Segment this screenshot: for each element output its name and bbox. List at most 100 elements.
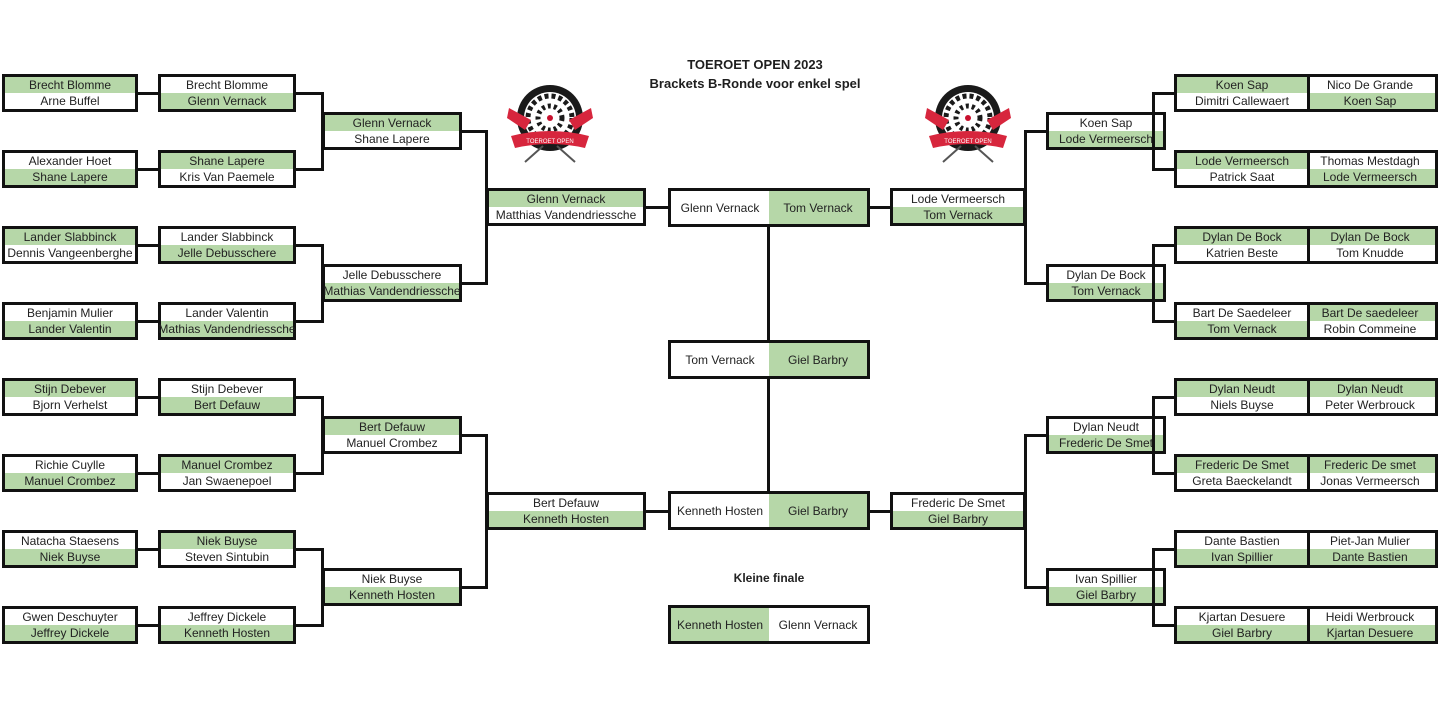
bracket-connector <box>321 92 324 171</box>
bracket-connector <box>1152 320 1174 323</box>
player-loser: Kjartan Desuere <box>1198 610 1286 624</box>
logo-text: TOEROET OPEN <box>526 139 573 145</box>
player-loser: Lode Vermeersch <box>910 192 1006 206</box>
bracket-connector <box>462 434 487 437</box>
player-loser: Dylan Neudt <box>1072 420 1140 434</box>
player-winner: Manuel Crombez <box>5 473 135 489</box>
bracket-connector <box>138 168 158 171</box>
bracket-connector <box>296 624 324 627</box>
player-loser: Dimitri Callewaert <box>1194 94 1289 108</box>
logo-text: TOEROET OPEN <box>944 139 991 145</box>
player-loser: Richie Cuylle <box>34 458 106 472</box>
bracket-connector <box>138 396 158 399</box>
bracket-connector <box>138 624 158 627</box>
bracket-connector <box>646 510 668 513</box>
bracket-connector <box>321 396 324 475</box>
player-winner: Lode Vermeersch <box>1049 131 1163 147</box>
player-loser: Kris Van Paemele <box>179 170 275 184</box>
player-loser: Katrien Beste <box>1205 246 1279 260</box>
bracket-connector <box>1024 282 1046 285</box>
bracket-connector <box>296 320 324 323</box>
bracket-connector <box>138 320 158 323</box>
player-loser: Benjamin Mulier <box>26 306 114 320</box>
player-loser: Greta Baeckelandt <box>1192 474 1292 488</box>
bracket-connector <box>1152 396 1155 475</box>
player-winner: Giel Barbry <box>1177 625 1307 641</box>
player-loser: Kenneth Hosten <box>676 503 764 518</box>
bracket-connector <box>321 548 324 627</box>
player-loser: Shane Lapere <box>354 132 430 146</box>
player-loser: Dennis Vangeenberghe <box>7 246 133 260</box>
player-winner: Koen Sap <box>1177 77 1307 93</box>
bracket-connector <box>1152 548 1155 627</box>
player-winner: Frederic De smet <box>1305 457 1435 473</box>
bracket-connector <box>646 206 668 209</box>
player-loser: Arne Buffel <box>40 94 100 108</box>
bracket-connector <box>138 92 158 95</box>
bracket-connector <box>485 130 488 285</box>
player-winner: Brecht Blomme <box>5 77 135 93</box>
dartboard-logo-left: TOEROET OPEN <box>507 85 593 163</box>
bracket-connector <box>1152 624 1174 627</box>
player-loser: Natacha Staesens <box>20 534 120 548</box>
player-winner: Tom Vernack <box>769 191 867 224</box>
player-loser: Ivan Spillier <box>1074 572 1138 586</box>
player-winner: Niek Buyse <box>5 549 135 565</box>
player-loser: Nico De Grande <box>1326 78 1414 92</box>
player-loser: Piet-Jan Mulier <box>1329 534 1411 548</box>
player-loser: Glenn Vernack <box>680 200 760 215</box>
player-winner: Lander Valentin <box>5 321 135 337</box>
bracket-connector <box>462 130 487 133</box>
player-loser: Peter Werbrouck <box>1325 398 1415 412</box>
kleine-finale-label: Kleine finale <box>733 571 805 585</box>
player-winner: Glenn Vernack <box>325 115 459 131</box>
player-winner: Kenneth Hosten <box>161 625 293 641</box>
player-winner: Giel Barbry <box>1049 587 1163 603</box>
player-winner: Dante Bastien <box>1305 549 1435 565</box>
player-loser: Bjorn Verhelst <box>32 398 108 412</box>
bracket-connector <box>767 379 770 491</box>
player-loser: Manuel Crombez <box>346 436 438 450</box>
player-loser: Niels Buyse <box>1210 398 1274 412</box>
player-loser: Frederic De Smet <box>910 496 1006 510</box>
bracket-connector <box>1024 434 1027 589</box>
player-loser: Jeffrey Dickele <box>187 610 267 624</box>
player-winner: Shane Lapere <box>5 169 135 185</box>
bracket-connector <box>485 434 488 589</box>
player-winner: Dylan De Bock <box>1177 229 1307 245</box>
bracket-connector <box>1152 168 1174 171</box>
player-loser: Koen Sap <box>1079 116 1133 130</box>
tournament-title: TOEROET OPEN 2023 <box>687 57 823 72</box>
bracket-connector <box>1152 472 1174 475</box>
player-loser: Robin Commeine <box>1323 322 1417 336</box>
player-winner: Jelle Debusschere <box>161 245 293 261</box>
player-loser: Stijn Debever <box>190 382 264 396</box>
bracket-connector <box>296 396 324 399</box>
bracket-connector <box>1024 130 1027 285</box>
player-winner: Tom Vernack <box>893 207 1023 223</box>
bracket-connector <box>1024 586 1046 589</box>
